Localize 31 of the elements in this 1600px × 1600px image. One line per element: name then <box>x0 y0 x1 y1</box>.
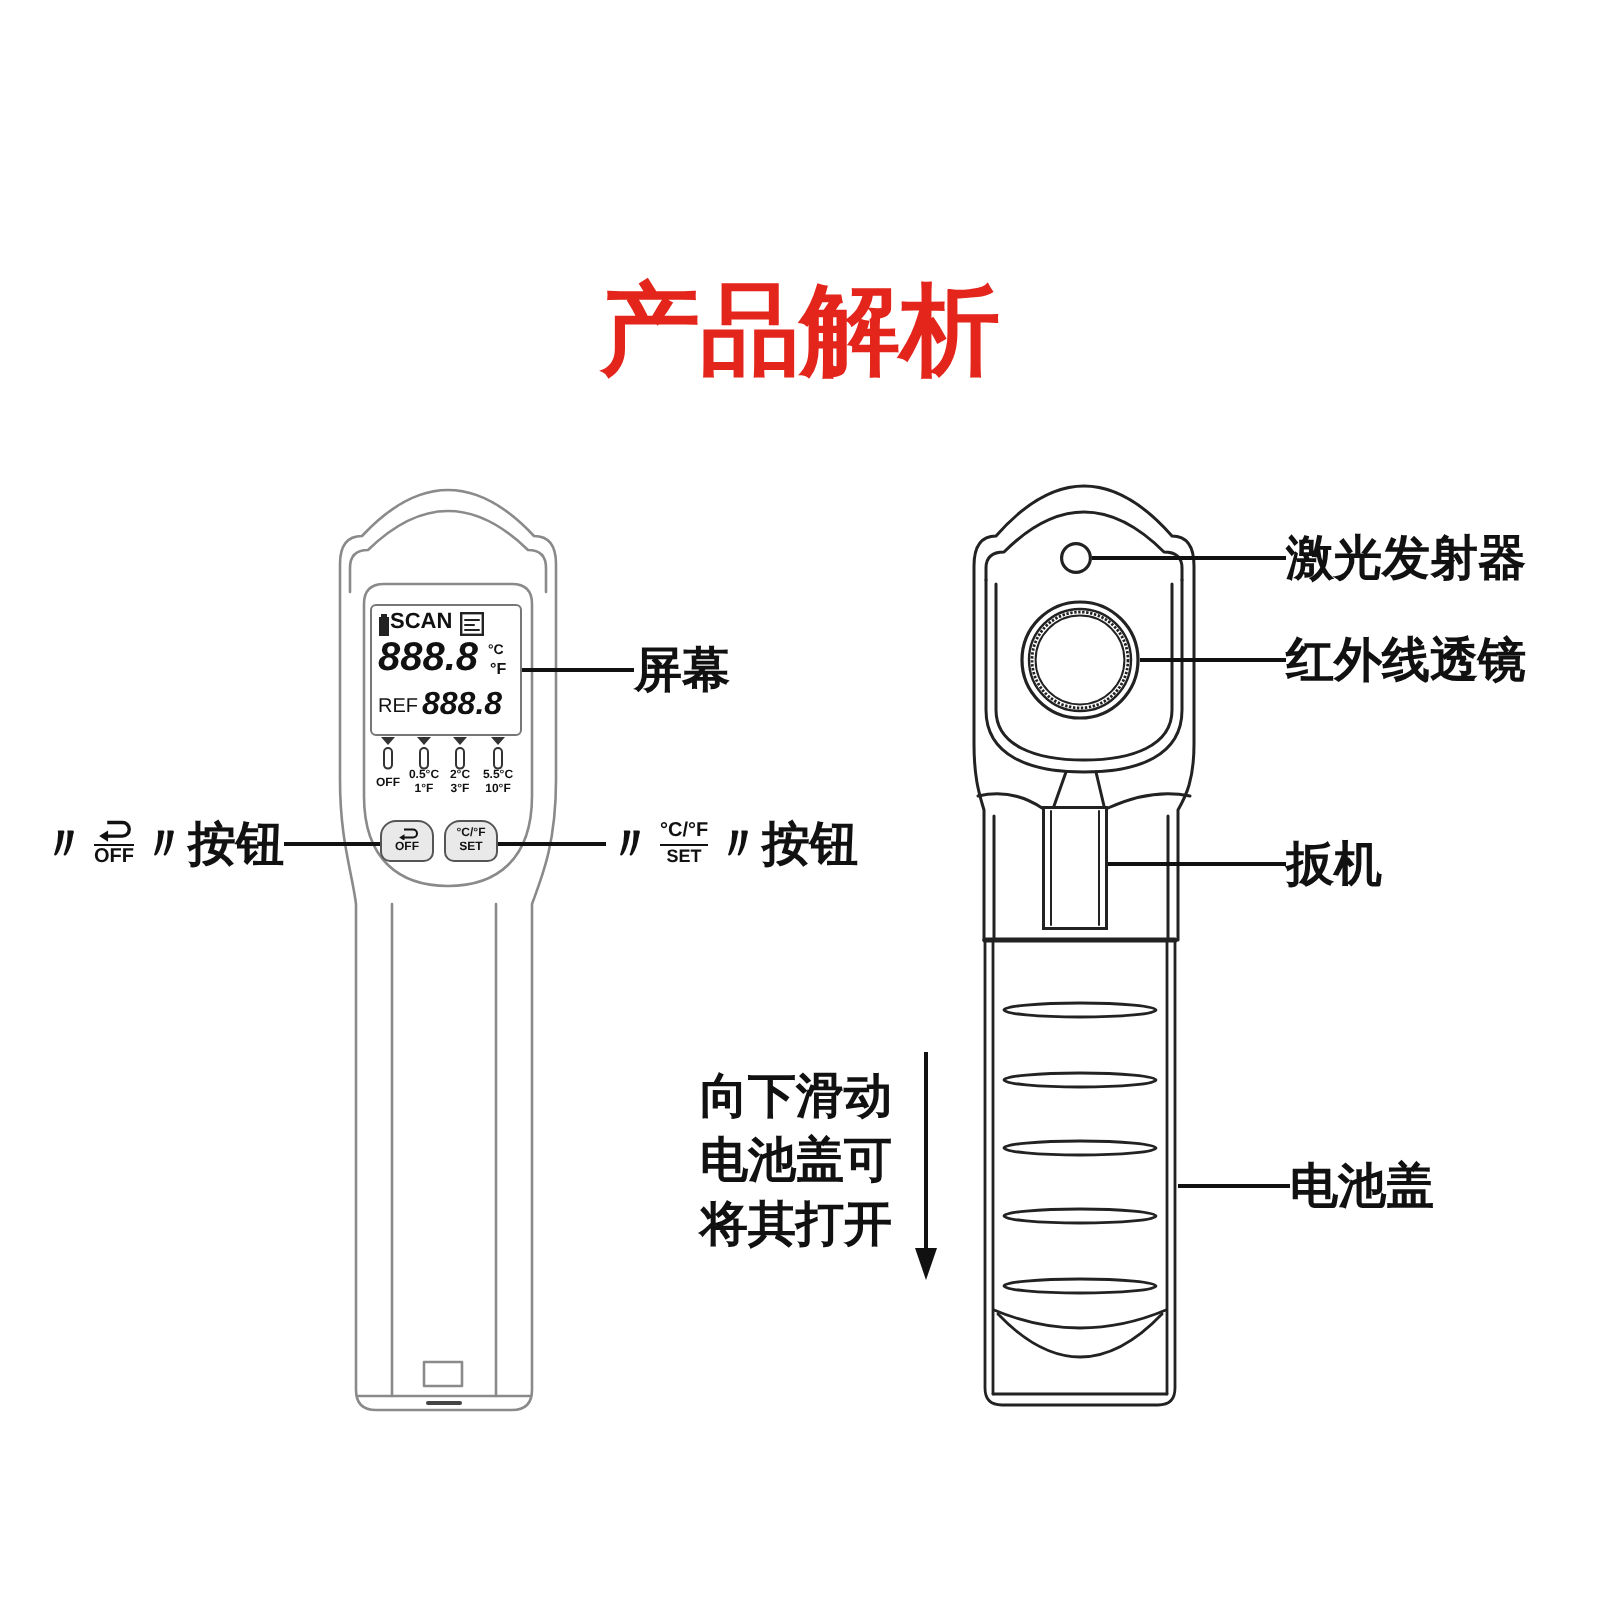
leader-line <box>284 842 380 846</box>
symbol-text: °C/°F <box>660 822 709 846</box>
leader-line <box>1092 556 1286 560</box>
unit-label: °F <box>490 662 507 678</box>
leader-line <box>1108 862 1286 866</box>
part-label: 红外线透镜 <box>1286 636 1526 684</box>
leader-line <box>1178 1184 1290 1188</box>
symbol-text: SET <box>666 848 702 866</box>
leader-line <box>498 842 606 846</box>
mode-label: SCAN <box>390 612 453 634</box>
infrared-lens <box>1020 600 1140 720</box>
part-label: 电池盖 <box>1290 1162 1434 1210</box>
part-label: 激光发射器 <box>1286 534 1526 582</box>
quote-mark: 〃 <box>606 820 654 868</box>
battery-cover <box>982 936 1178 1408</box>
part-label: 屏幕 <box>634 646 730 694</box>
trigger <box>1042 806 1108 930</box>
leader-line <box>522 668 634 672</box>
laser-emitter <box>1060 542 1092 574</box>
part-label: 扳机 <box>1286 840 1382 888</box>
quote-mark: 〃 <box>40 820 88 868</box>
callout-text: 〃按钮 <box>714 820 859 868</box>
callout-text: 〃按钮 <box>140 820 284 868</box>
lcd-screen <box>370 604 522 736</box>
title: 产品解析 <box>600 280 1000 380</box>
digit-readout: 888.8 <box>422 690 503 722</box>
instruction-note: 向下滑动电池盖可将其打开 <box>700 1066 894 1256</box>
digit-readout: 888.8 <box>378 638 479 678</box>
leader-line <box>1140 658 1286 662</box>
reference-label: REF <box>378 698 418 718</box>
symbol-text: OFF <box>94 844 134 868</box>
